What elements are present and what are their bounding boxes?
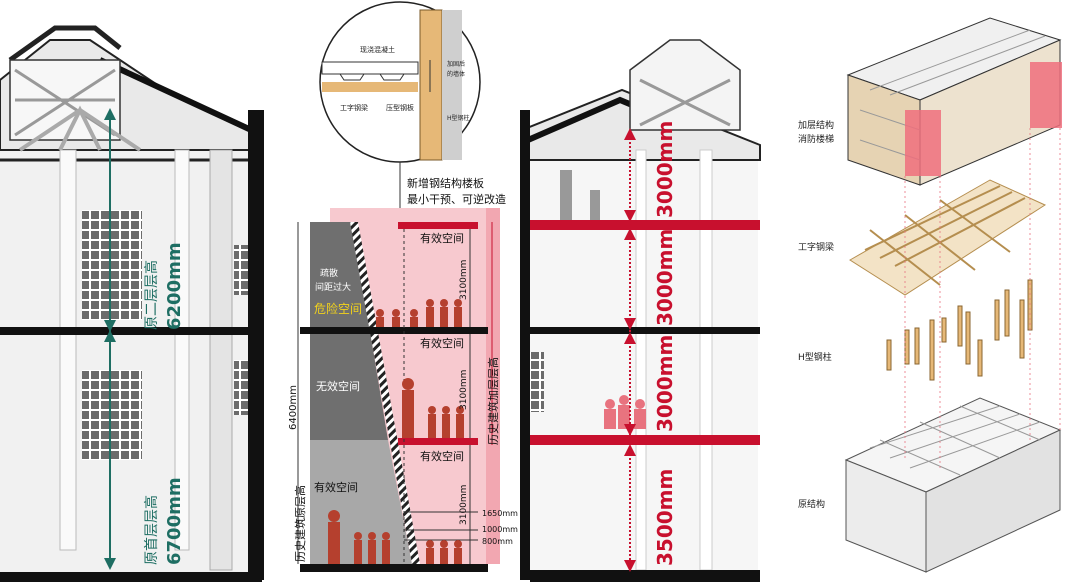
dim-1650: 1650mm <box>482 509 518 518</box>
first-floor-label: 原首层层高 <box>143 495 160 565</box>
detail-concrete-label: 现浇混凝土 <box>360 45 395 54</box>
axonometric-exploded-view: 加层结构 消防楼梯 工字钢梁 H型钢柱 原结构 <box>798 17 1062 573</box>
right-building-section: 3000mm 3000mm 3000mm 3500mm <box>520 39 761 582</box>
detail-deck-label: 压型钢板 <box>386 103 414 112</box>
intervention-note-line2: 最小干预、可逆改造 <box>407 192 506 206</box>
dim-3100-mid: 3100mm <box>459 370 469 410</box>
historic-height-label: 历史建筑原层高 <box>293 485 307 562</box>
intervention-note-line1: 新增钢结构楼板 <box>407 176 484 190</box>
effective-space-mid: 有效空间 <box>420 336 464 350</box>
dim-800: 800mm <box>482 537 513 546</box>
detail-hcolumn-label: H型钢柱 <box>447 114 470 122</box>
dim-3100-top: 3100mm <box>459 260 469 300</box>
axo-layer2: 工字钢梁 <box>798 241 834 253</box>
dim-3100-bot: 3100mm <box>459 485 469 525</box>
detail-wall-label-a: 加固后 <box>447 60 465 68</box>
effective-space-top: 有效空间 <box>420 231 464 245</box>
spacing-line1: 疏散 <box>320 267 338 279</box>
people-figures <box>328 299 464 564</box>
added-height-label: 历史建筑加层层高 <box>486 357 500 445</box>
detail-wall-label: 的墙体 <box>447 70 465 78</box>
axo-layer3: H型钢柱 <box>798 351 832 363</box>
right-dim-top: 3000mm <box>653 121 677 218</box>
effective-space-left: 有效空间 <box>314 480 358 494</box>
danger-space-label: 危险空间 <box>314 301 362 316</box>
axo-layer1-line2: 消防楼梯 <box>798 133 834 145</box>
first-floor-value: 6700mm <box>164 477 185 565</box>
steel-floor-detail-callout: 现浇混凝土 工字钢梁 压型钢板 加固后 的墙体 H型钢柱 <box>319 1 481 222</box>
spacing-line2: 间距过大 <box>315 281 351 293</box>
right-dim-mid1: 3000mm <box>653 229 677 326</box>
detail-ibeam-label: 工字钢梁 <box>340 103 368 112</box>
historic-height-value: 6400mm <box>288 385 299 430</box>
invalid-space-label: 无效空间 <box>316 379 360 393</box>
second-floor-label: 原二层层高 <box>143 260 160 330</box>
middle-comparison-section: 有效空间 有效空间 有效空间 有效空间 疏散 间距过大 危险空间 无效空间 31… <box>288 208 518 572</box>
second-floor-value: 6200mm <box>164 242 185 330</box>
dim-1000: 1000mm <box>482 525 518 534</box>
axo-layer1-line1: 加层结构 <box>798 119 834 131</box>
left-building-section: 原二层层高 6200mm 原首层层高 6700mm <box>0 25 264 582</box>
effective-space-low: 有效空间 <box>420 449 464 463</box>
right-dim-mid2: 3000mm <box>653 335 677 432</box>
right-dim-bottom: 3500mm <box>653 469 677 566</box>
axo-layer4: 原结构 <box>798 498 825 510</box>
